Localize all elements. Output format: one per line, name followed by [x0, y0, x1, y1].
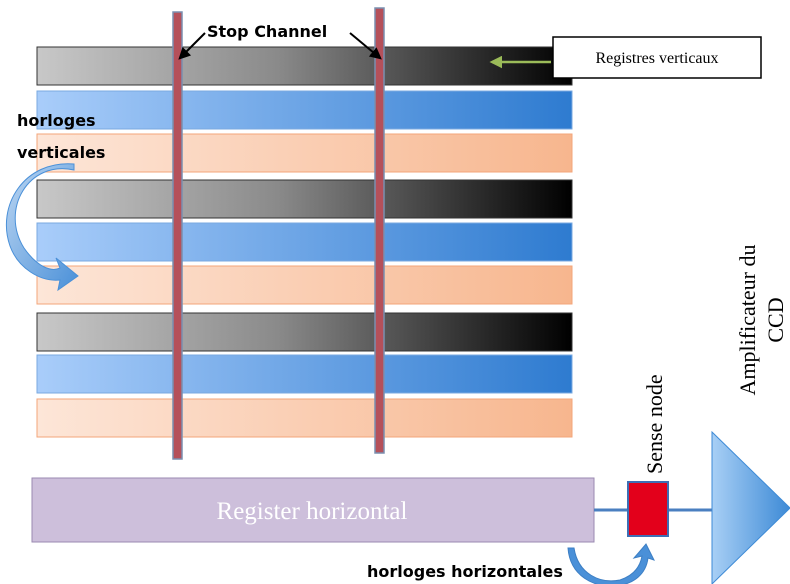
stop-channel-label: Stop Channel: [207, 22, 327, 41]
stop-channel-arrow-left: [178, 32, 206, 60]
registres-verticaux-label: Registres verticaux: [595, 50, 718, 67]
stop-channel-arrow-right: [349, 32, 382, 60]
sense-node-label: Sense node: [642, 374, 667, 474]
ccd-amplifier: [711, 430, 790, 584]
vertical-register-row-gray: [36, 46, 573, 86]
vertical-register-row-orange: [36, 265, 573, 305]
horloges-verticales-label-line1: horloges: [17, 111, 96, 130]
stop-channels: [172, 7, 385, 460]
vertical-register-row-orange: [36, 133, 573, 173]
vertical-register-row-blue: [36, 222, 573, 262]
stop-channel-bar-left: [172, 11, 183, 460]
amplifier-label-line2: CCD: [763, 297, 788, 342]
vertical-register-row-orange: [36, 398, 573, 438]
vertical-register-row-blue: [36, 90, 573, 130]
stop-channel-bar-right: [374, 7, 385, 454]
vertical-registers: [36, 46, 573, 438]
horizontal-clock-arrow: [567, 543, 655, 584]
vertical-register-row-blue: [36, 354, 573, 394]
horloges-horizontales-label: horloges horizontales: [367, 562, 563, 581]
vertical-clock-arrow: [5, 163, 79, 292]
vertical-register-row-gray: [36, 179, 573, 219]
sense-node: [627, 481, 669, 537]
horloges-verticales-label-line2: verticales: [17, 143, 105, 162]
horizontal-register: [31, 477, 595, 543]
amplifier-label-line1: Amplificateur du: [735, 245, 760, 396]
registres-verticaux-box: [552, 36, 762, 79]
vertical-register-row-gray: [36, 312, 573, 352]
horizontal-register-label: Register horizontal: [217, 498, 408, 525]
